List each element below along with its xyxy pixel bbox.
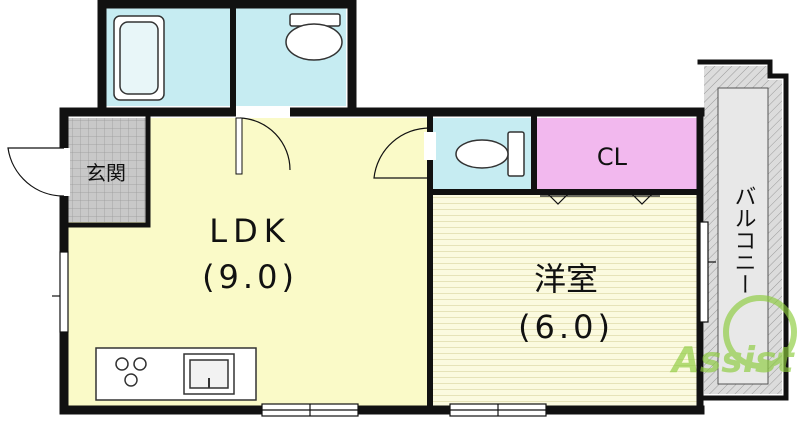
closet-doors bbox=[540, 193, 660, 205]
western-room-floor bbox=[432, 194, 700, 406]
stove-icon bbox=[115, 357, 147, 387]
balcony-label: バルコニー bbox=[731, 185, 756, 295]
toilet-upper-icon bbox=[285, 13, 343, 61]
western-room-label: 洋室 bbox=[534, 260, 598, 298]
bath-door bbox=[235, 106, 291, 175]
entrance-floor-overlay bbox=[68, 118, 146, 222]
entrance-door bbox=[7, 147, 70, 197]
kitchen-counter bbox=[95, 347, 257, 401]
closet-label: CL bbox=[597, 143, 628, 171]
windows bbox=[52, 221, 716, 417]
watermark-logo: Assist bbox=[669, 295, 797, 381]
toilet-door bbox=[373, 127, 436, 179]
watermark-text: Assist bbox=[669, 340, 795, 381]
entrance-label: 玄関 bbox=[86, 161, 126, 185]
bathtub-icon bbox=[113, 15, 165, 101]
closet-floor bbox=[536, 118, 700, 190]
ldk-label: LDK bbox=[209, 212, 290, 250]
western-room-size: (6.0) bbox=[518, 308, 614, 346]
ldk-size: (9.0) bbox=[202, 258, 298, 296]
toilet-lower-icon bbox=[455, 131, 525, 177]
sink-icon bbox=[183, 353, 235, 395]
